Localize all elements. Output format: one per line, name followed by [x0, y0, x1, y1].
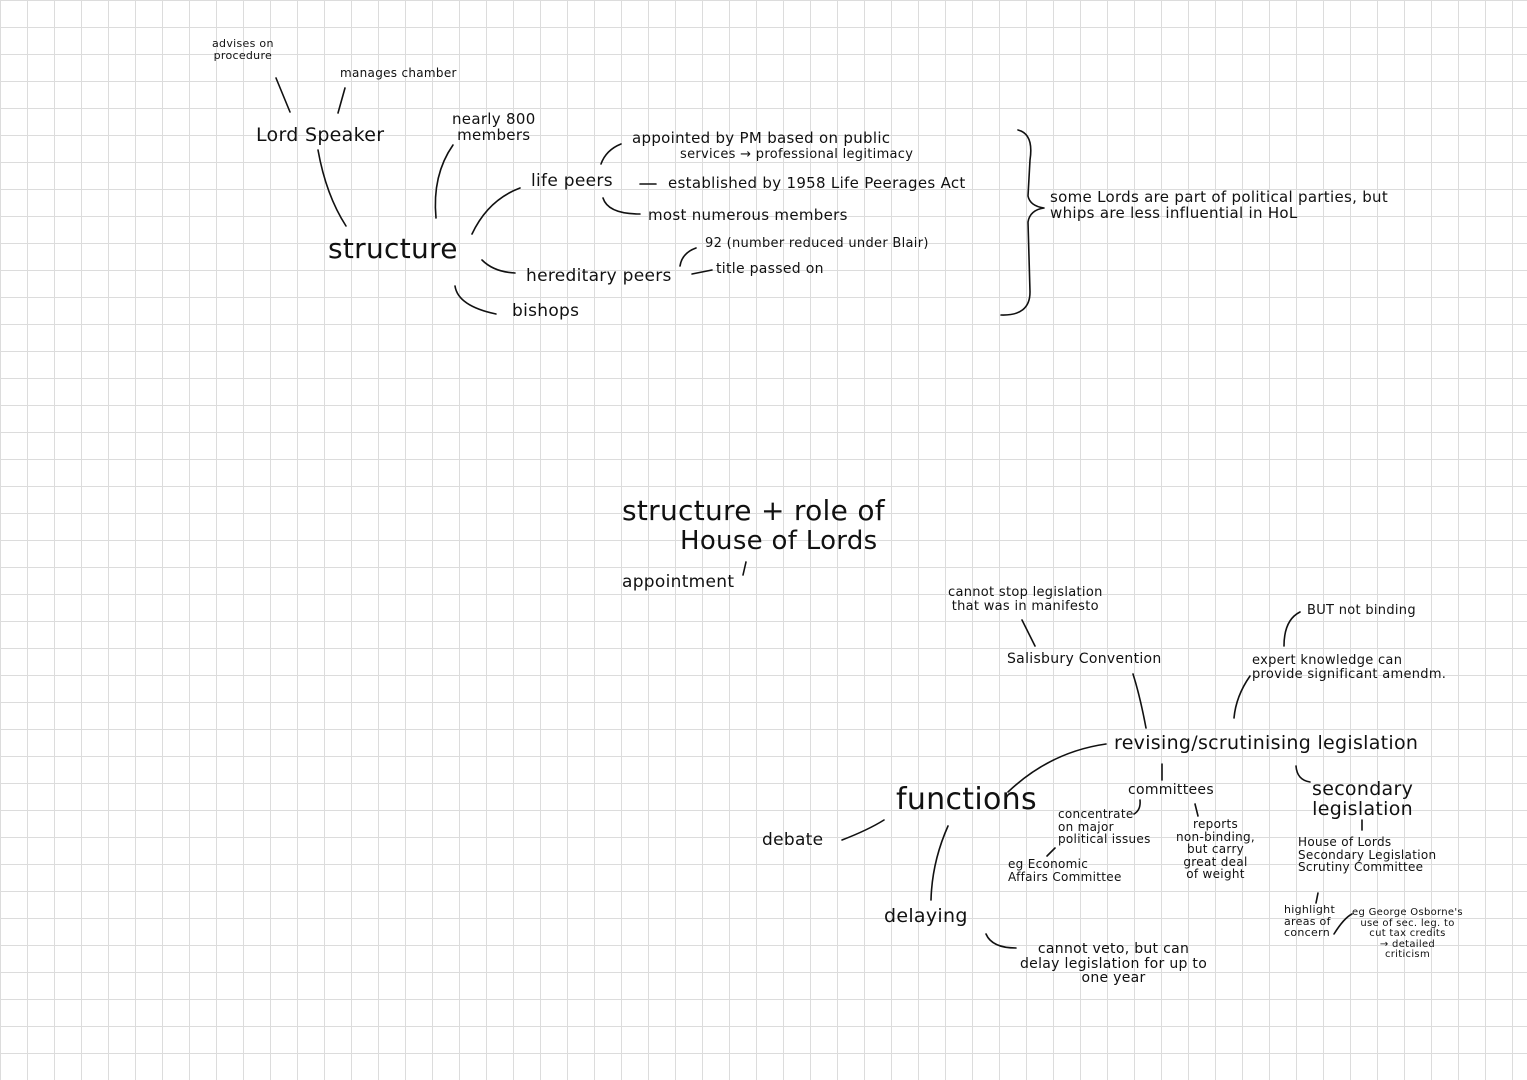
connector-committees-reports	[1194, 803, 1199, 817]
committees-node: committees	[1128, 782, 1214, 798]
connector-hereditary-92	[679, 247, 697, 267]
connector-structure-lifepeers	[471, 187, 521, 235]
connector-functions-delaying	[930, 825, 949, 901]
connector-hereditary-title	[691, 269, 713, 275]
revising-node: revising/scrutinising legislation	[1114, 732, 1419, 754]
debate-node: debate	[762, 830, 824, 850]
appointment-node: appointment	[622, 572, 735, 592]
life-peers-established: established by 1958 Life Peerages Act	[668, 174, 966, 192]
expert-knowledge: expert knowledge can provide significant…	[1252, 653, 1447, 682]
secondary-highlight: highlight areas of concern	[1284, 903, 1336, 940]
connector-functions-debate	[841, 819, 885, 841]
connector-structure-bishops	[454, 285, 497, 315]
life-peers-label: life peers	[531, 171, 613, 191]
connector-appointment	[742, 561, 747, 576]
connector-structure-hereditary	[481, 259, 516, 274]
connector-advises	[275, 77, 291, 113]
functions-node: functions	[896, 782, 1037, 817]
parties-note: some Lords are part of political parties…	[1050, 188, 1389, 222]
connector-concentrate-example	[1046, 847, 1056, 857]
connector-expert-binding	[1283, 611, 1301, 647]
hereditary-peers-number: 92 (number reduced under Blair)	[705, 236, 929, 251]
delaying-node: delaying	[884, 905, 968, 927]
connector-delaying-note	[985, 933, 1017, 949]
delaying-note: cannot veto, but can delay legislation f…	[1020, 941, 1208, 987]
connector-life-appointed	[600, 143, 622, 165]
secondary-legislation-node: secondary legislation	[1312, 778, 1414, 820]
lord-speaker-advises: advises on procedure	[212, 37, 274, 62]
lord-speaker-manages: manages chamber	[340, 66, 457, 80]
committees-concentrate: concentrate on major political issues	[1058, 807, 1151, 847]
lord-speaker-label: Lord Speaker	[256, 124, 385, 146]
life-peers-appointed-2: services → professional legitimacy	[680, 147, 914, 162]
structure-node: structure	[328, 232, 458, 265]
connector-revising-salisbury	[1132, 673, 1147, 729]
connector-committees-concentrate	[1133, 799, 1141, 815]
committees-example: eg Economic Affairs Committee	[1008, 857, 1122, 884]
secondary-example: eg George Osborne's use of sec. leg. to …	[1352, 907, 1463, 960]
title-line-2: House of Lords	[680, 526, 878, 556]
committees-reports: reports non-binding, but carry great dea…	[1176, 817, 1256, 882]
secondary-committee: House of Lords Secondary Legislation Scr…	[1298, 835, 1437, 875]
connector-life-numerous	[602, 197, 641, 215]
life-peers-numerous: most numerous members	[648, 206, 848, 224]
salisbury-convention: Salisbury Convention	[1007, 651, 1162, 667]
brace	[1000, 129, 1045, 316]
title-line-1: structure + role of	[622, 494, 885, 527]
salisbury-note: cannot stop legislation that was in mani…	[948, 585, 1103, 614]
connector-salisbury-note	[1021, 619, 1036, 647]
connector-highlight-example	[1333, 913, 1353, 935]
bishops-label: bishops	[512, 301, 580, 321]
connector-manages	[337, 87, 346, 114]
hereditary-peers-title: title passed on	[716, 261, 824, 277]
connector-committee-highlight	[1315, 892, 1319, 904]
members-count: nearly 800 members	[452, 110, 536, 144]
hereditary-peers-label: hereditary peers	[526, 266, 672, 286]
connector-revising-expert	[1233, 675, 1251, 719]
connector-functions-revising	[1007, 743, 1107, 793]
life-peers-appointed: appointed by PM based on public	[632, 129, 891, 147]
not-binding: BUT not binding	[1307, 603, 1416, 618]
connector-speaker-structure	[317, 149, 347, 227]
connector-members-structure	[434, 144, 454, 219]
connector-revising-secondary	[1295, 765, 1311, 783]
